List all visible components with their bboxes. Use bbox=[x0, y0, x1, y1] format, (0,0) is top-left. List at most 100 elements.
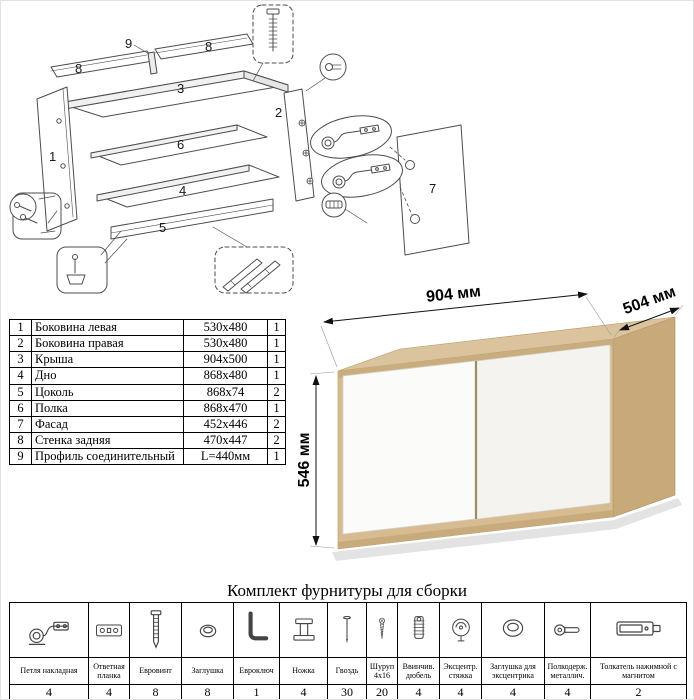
part-size: 868x74 bbox=[183, 383, 268, 401]
hardware-item-label: Заглушка bbox=[181, 657, 234, 685]
hardware-item-qty: 4 bbox=[439, 684, 482, 699]
hardware-item-icon bbox=[181, 602, 234, 658]
part-qty: 2 bbox=[267, 415, 286, 433]
part-qty: 1 bbox=[267, 351, 286, 369]
part-label-4: 4 bbox=[179, 183, 186, 198]
cabinet-shadow bbox=[332, 498, 682, 561]
part-size: 530x480 bbox=[183, 335, 268, 353]
part-size: 452x446 bbox=[183, 415, 268, 433]
part-number: 5 bbox=[9, 383, 32, 401]
hardware-item-qty: 4 bbox=[88, 684, 130, 699]
hardware-item-qty: 1 bbox=[233, 684, 280, 699]
hardware-icons-row bbox=[9, 602, 687, 658]
hardware-item-qty: 4 bbox=[481, 684, 545, 699]
hardware-item-label: Эксцентр. стяжка bbox=[439, 657, 482, 685]
part-label-6: 6 bbox=[177, 137, 184, 152]
hardware-item-icon bbox=[481, 602, 545, 658]
part-qty: 1 bbox=[267, 335, 286, 353]
height-dimension-label: 546 мм bbox=[296, 433, 313, 488]
corner-screw-callout bbox=[9, 192, 62, 240]
hardware-item-qty: 30 bbox=[327, 684, 367, 699]
hardware-table: Петля накладная Ответная планка Евровинт… bbox=[9, 602, 687, 699]
hardware-item-label: Ножка bbox=[279, 657, 328, 685]
hardware-item-icon bbox=[544, 602, 591, 658]
connecting-profile bbox=[147, 51, 158, 75]
hardware-item-icon bbox=[327, 602, 367, 658]
part-label-8b: 8 bbox=[205, 39, 212, 54]
hardware-item-qty: 8 bbox=[129, 684, 182, 699]
parts-row: 2 Боковина правая 530x480 1 bbox=[9, 335, 286, 353]
parts-row: 1 Боковина левая 530x480 1 bbox=[9, 318, 286, 337]
part-label-7: 7 bbox=[429, 181, 436, 196]
cap-icon bbox=[199, 624, 216, 638]
depth-dimension-label: 504 мм bbox=[621, 284, 678, 318]
hardware-item-label: Ответная планка bbox=[88, 657, 130, 685]
hardware-item-icon bbox=[397, 602, 440, 658]
push-latch-icon bbox=[615, 621, 661, 636]
part-size: 530x480 bbox=[183, 318, 268, 337]
part-label-5: 5 bbox=[159, 220, 166, 235]
hardware-kit-title: Комплект фурнитуры для сборки bbox=[227, 581, 467, 600]
parts-row: 9 Профиль соединительный L=440мм 1 bbox=[9, 447, 286, 466]
part-qty: 2 bbox=[267, 431, 286, 450]
parts-row: 7 Фасад 452x446 2 bbox=[9, 415, 286, 433]
cam-lock-icon bbox=[451, 618, 470, 642]
nail-icon bbox=[343, 615, 351, 644]
part-qty: 1 bbox=[267, 447, 286, 466]
part-size: L=440мм bbox=[183, 447, 268, 466]
width-dimension-arrow bbox=[323, 291, 588, 325]
right-side-panel bbox=[283, 88, 315, 202]
part-size: 470x447 bbox=[183, 431, 268, 450]
cabinet-right-side bbox=[612, 316, 676, 518]
hardware-item-icon bbox=[233, 602, 280, 658]
parts-row: 4 Дно 868x480 1 bbox=[9, 367, 286, 385]
hardware-item-icon bbox=[9, 602, 89, 658]
part-qty: 1 bbox=[267, 399, 286, 417]
exploded-diagram: 9 8 8 3 2 1 6 4 5 7 bbox=[9, 4, 470, 294]
part-name: Цоколь bbox=[31, 383, 184, 401]
part-number: 4 bbox=[9, 367, 32, 385]
parts-row: 3 Крыша 904x500 1 bbox=[9, 351, 286, 369]
part-name: Фасад bbox=[31, 415, 184, 433]
foot-icon bbox=[292, 618, 315, 641]
part-qty: 1 bbox=[267, 367, 286, 385]
back-panel-right bbox=[154, 33, 254, 60]
cabinet-door-left bbox=[342, 360, 476, 535]
dowel-callout bbox=[321, 192, 368, 224]
profile-callout bbox=[212, 226, 294, 294]
hardware-item-icon bbox=[439, 602, 482, 658]
screw-icon bbox=[379, 617, 385, 639]
confirmat-screw-icon bbox=[150, 610, 161, 649]
cam-cap-icon bbox=[502, 619, 524, 637]
hardware-item-label: Евроключ bbox=[233, 657, 280, 685]
back-panel-left bbox=[50, 50, 154, 78]
parts-row: 5 Цоколь 868x74 2 bbox=[9, 383, 286, 401]
part-name: Стенка задняя bbox=[31, 431, 184, 450]
part-name: Боковина правая bbox=[31, 335, 184, 353]
part-size: 868x480 bbox=[183, 367, 268, 385]
part-number: 9 bbox=[9, 447, 32, 466]
hardware-item-icon bbox=[366, 602, 398, 658]
part-label-3: 3 bbox=[177, 81, 184, 96]
hardware-item-qty: 4 bbox=[279, 684, 328, 699]
hardware-item-icon bbox=[590, 602, 687, 658]
hardware-item-label: Толкатель нажимной с магнитом bbox=[590, 657, 687, 685]
cabinet-door-right bbox=[476, 344, 611, 520]
part-name: Дно bbox=[31, 367, 184, 385]
part-label-2: 2 bbox=[275, 105, 282, 120]
cam-bolt-callout bbox=[305, 53, 347, 92]
parts-row: 8 Стенка задняя 470x447 2 bbox=[9, 431, 286, 450]
width-dimension-label: 904 мм bbox=[425, 284, 481, 306]
hardware-item-label: Ввинчив. дюбель bbox=[397, 657, 440, 685]
dowel-icon bbox=[413, 616, 424, 639]
screw-detail-callout bbox=[252, 4, 294, 82]
part-label-1: 1 bbox=[49, 149, 56, 164]
left-side-panel bbox=[36, 86, 78, 232]
part-size: 868x470 bbox=[183, 399, 268, 417]
part-number: 8 bbox=[9, 431, 32, 450]
part-number: 7 bbox=[9, 415, 32, 433]
hinge-callout-bottom bbox=[321, 154, 403, 198]
hex-key-icon bbox=[248, 611, 268, 641]
part-number: 1 bbox=[9, 318, 32, 337]
part-qty: 1 bbox=[267, 318, 286, 337]
